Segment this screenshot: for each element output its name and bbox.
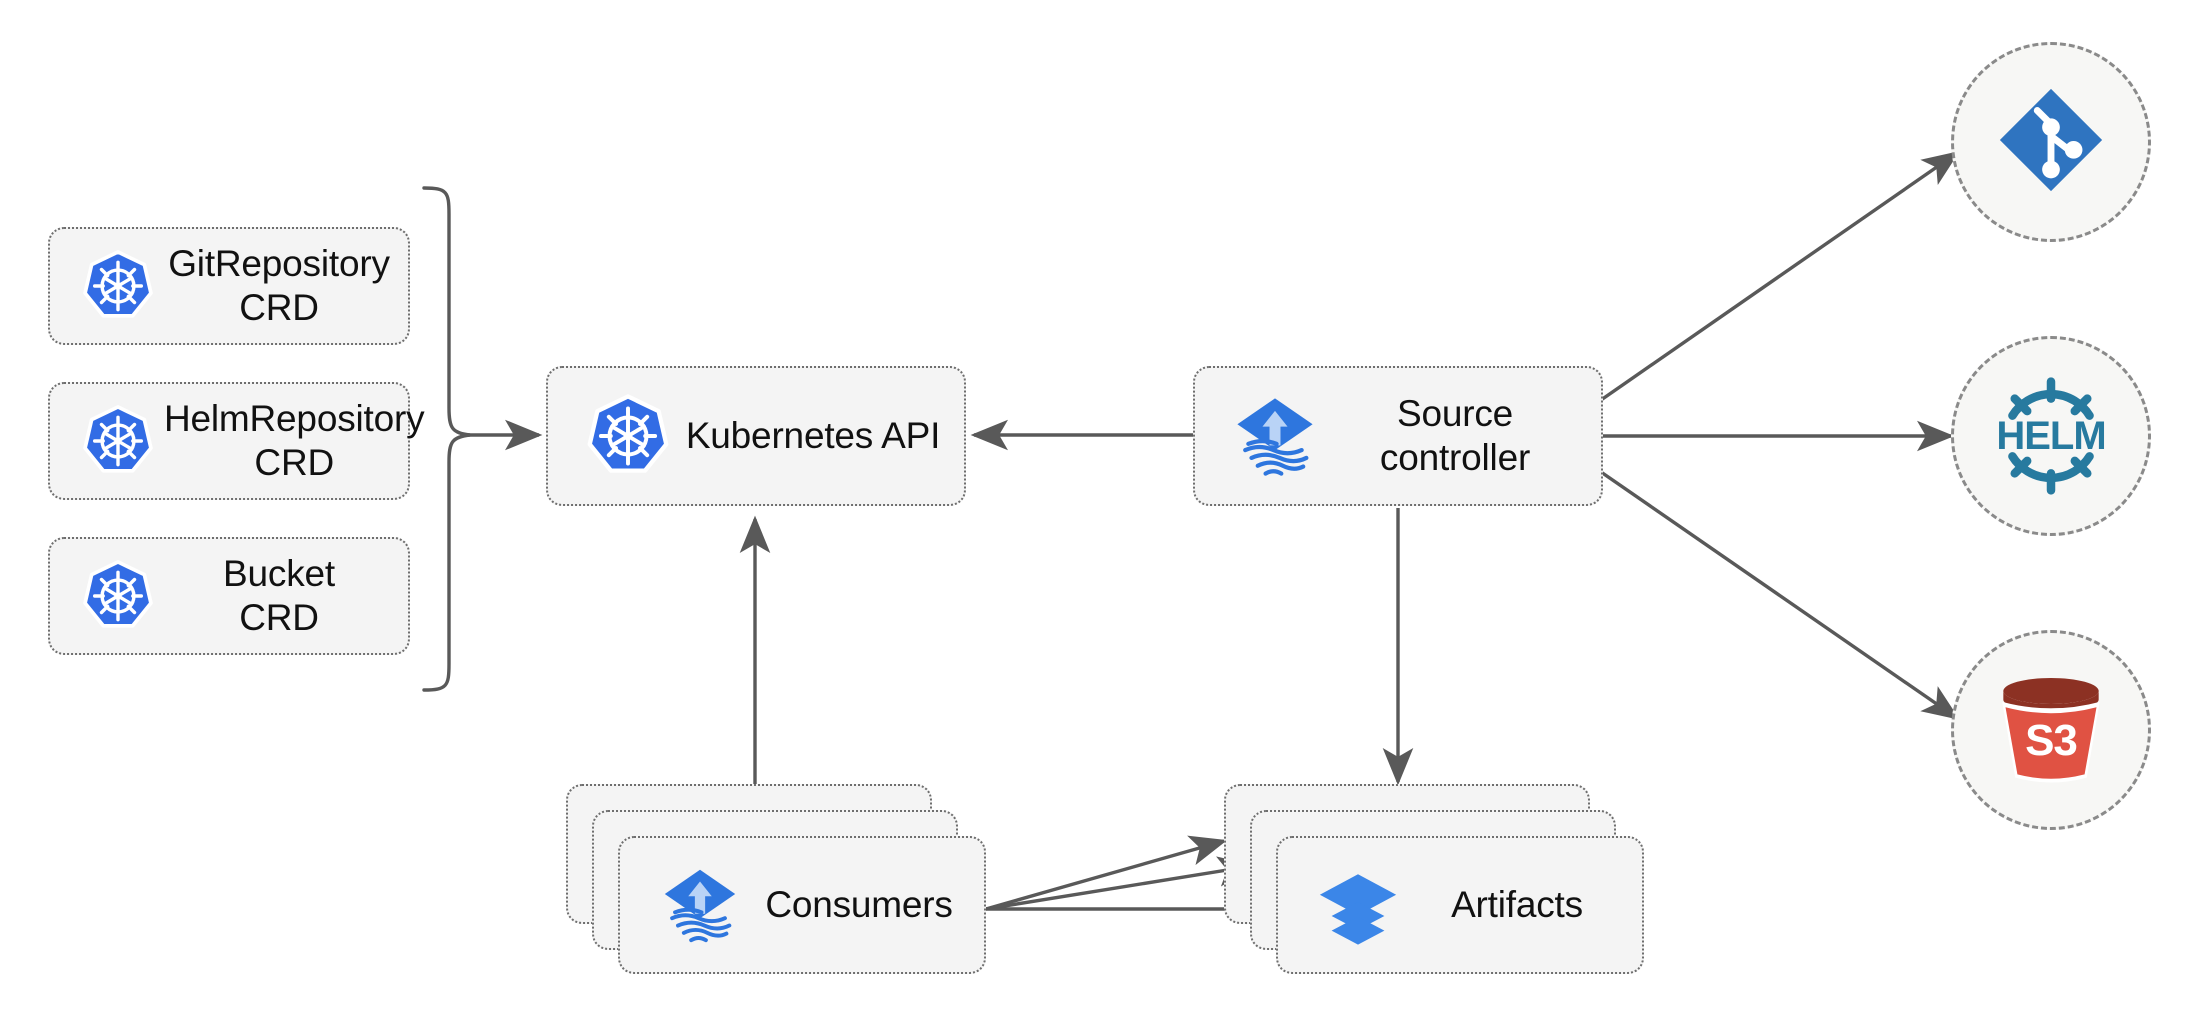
node-consumers[interactable]: Consumers	[618, 836, 986, 974]
node-label-consumers: Consumers	[765, 884, 953, 926]
git-icon	[1992, 81, 2110, 204]
kubernetes-icon	[72, 559, 164, 633]
helm-icon: HELM	[1983, 368, 2119, 504]
s3-bucket-icon: S3	[1986, 665, 2116, 795]
node-label-artifacts: Artifacts	[1451, 884, 1583, 926]
crd-box-gitrepository[interactable]: GitRepository CRD	[48, 227, 410, 345]
endpoint-helm[interactable]: HELM	[1951, 336, 2151, 536]
node-kubernetes-api[interactable]: Kubernetes API	[546, 366, 966, 506]
kubernetes-icon	[72, 249, 164, 323]
kubernetes-icon	[72, 404, 164, 478]
layers-icon	[1306, 861, 1410, 949]
endpoint-git[interactable]	[1951, 42, 2151, 242]
s3-wordmark: S3	[2025, 716, 2078, 765]
node-consumers-stack: Consumers	[566, 784, 986, 974]
node-source-controller[interactable]: Source controller	[1193, 366, 1603, 506]
flux-icon	[1223, 389, 1327, 483]
node-label-source-controller: Source controller	[1379, 393, 1531, 478]
node-label-kubernetes-api: Kubernetes API	[685, 415, 941, 457]
crd-box-helmrepository[interactable]: HelmRepository CRD	[48, 382, 425, 500]
flux-icon	[648, 861, 752, 949]
helm-wordmark: HELM	[1996, 413, 2106, 458]
crd-box-bucket[interactable]: Bucket CRD	[48, 537, 410, 655]
crd-label-helmrepository: HelmRepository CRD	[164, 398, 425, 483]
node-artifacts[interactable]: Artifacts	[1276, 836, 1644, 974]
kubernetes-icon	[576, 393, 680, 479]
crd-label-bucket: Bucket CRD	[223, 553, 335, 638]
crd-label-gitrepository: GitRepository CRD	[168, 243, 390, 328]
node-artifacts-stack: Artifacts	[1224, 784, 1644, 974]
endpoint-s3[interactable]: S3	[1951, 630, 2151, 830]
